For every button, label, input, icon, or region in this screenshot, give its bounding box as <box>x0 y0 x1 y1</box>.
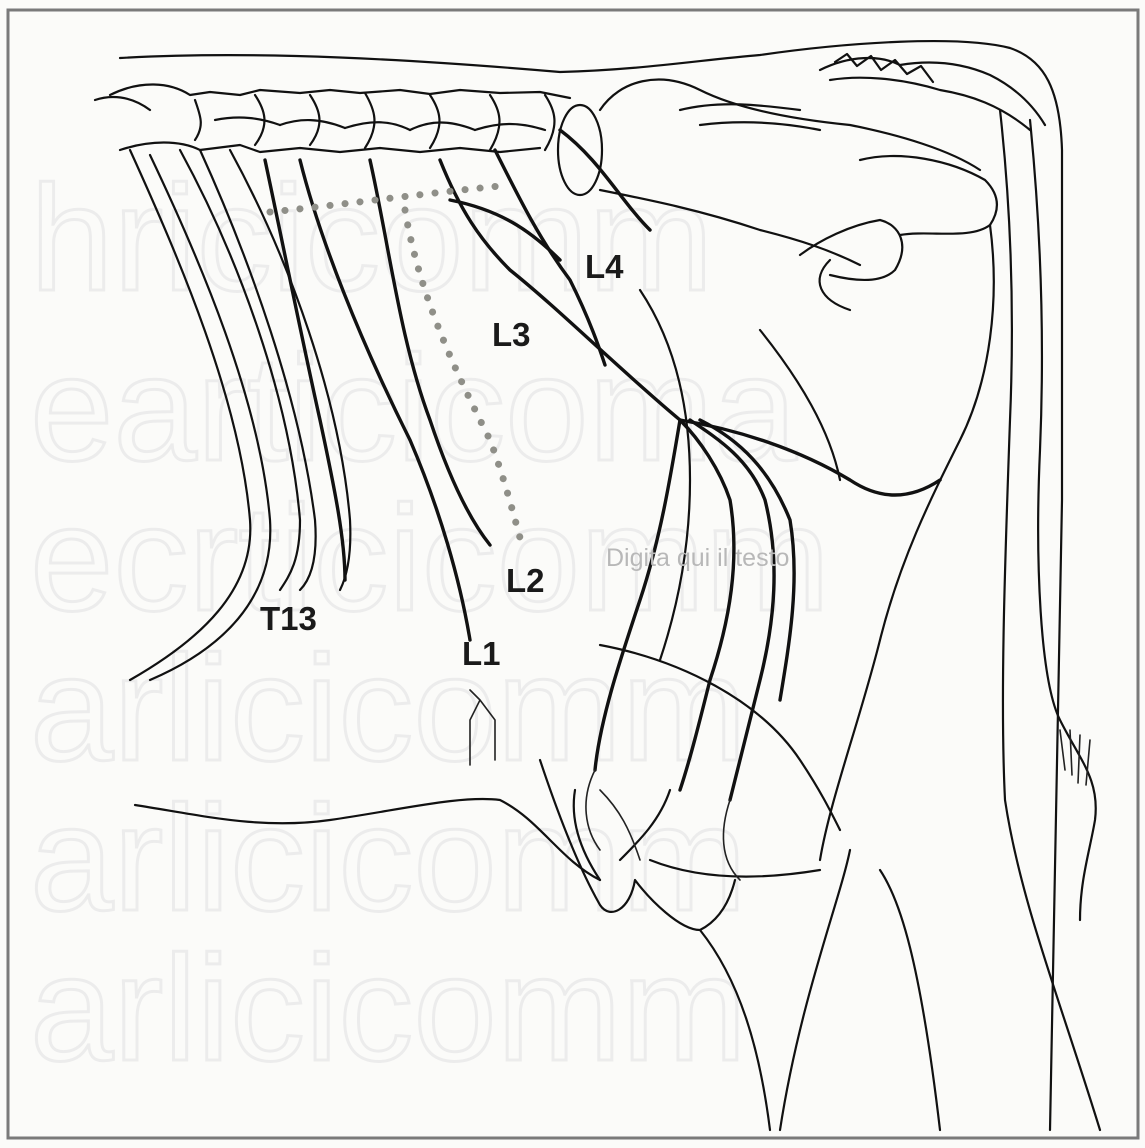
label-l3: L3 <box>492 316 531 353</box>
watermark: hricicomm earticicoma ecrticicomm arlici… <box>30 154 830 1092</box>
svg-text:arlicicomm: arlicicomm <box>30 924 747 1092</box>
placeholder-text[interactable]: Digita qui il testo <box>606 544 789 572</box>
svg-text:hricicomm: hricicomm <box>30 154 713 322</box>
vertebral-column <box>95 84 570 152</box>
svg-text:earticicoma: earticicoma <box>30 324 797 492</box>
sacrum-tail <box>820 54 1045 130</box>
label-l1: L1 <box>462 635 501 672</box>
label-t13: T13 <box>260 600 317 637</box>
label-l2: L2 <box>506 562 545 599</box>
label-l4: L4 <box>585 248 624 285</box>
svg-text:arlicicomm: arlicicomm <box>30 624 747 792</box>
